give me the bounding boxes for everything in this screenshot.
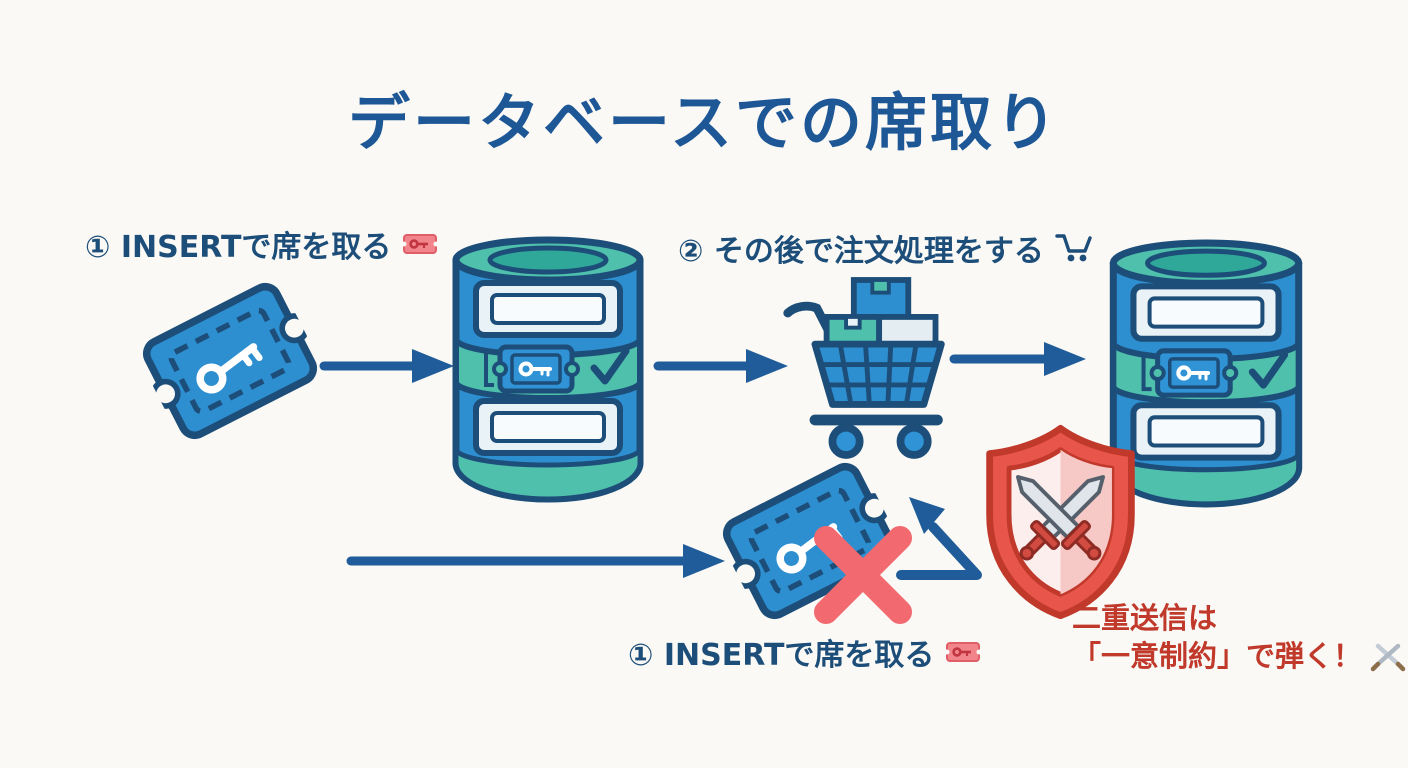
warning-text: 二重送信は 「一意制約」で弾く！ — [1072, 600, 1406, 675]
warning-line2: 「一意制約」で弾く！ — [1072, 638, 1363, 673]
ticket-emoji-icon-2 — [944, 638, 982, 666]
step1-label: ① INSERTで席を取る — [85, 230, 392, 265]
warning-line2-row: 「一意制約」で弾く！ — [1072, 638, 1406, 676]
arrow-ticket-to-db — [318, 347, 456, 385]
duplicate-step-label-row: ① INSERTで席を取る — [628, 630, 982, 674]
step1-label-row: ① INSERTで席を取る — [85, 222, 439, 266]
database-icon-2 — [1100, 238, 1312, 510]
arrow-duplicate-insert — [345, 542, 727, 580]
warning-line1: 二重送信は — [1072, 601, 1218, 635]
page-title: データベースでの席取り — [348, 86, 1060, 159]
rejected-ticket-icon — [722, 462, 918, 630]
duplicate-step-label: ① INSERTで席を取る — [628, 638, 935, 673]
shield-icon — [978, 421, 1143, 623]
cart-icon — [778, 272, 953, 462]
ticket-icon-duplicate — [711, 450, 909, 631]
arrow-db-to-cart — [652, 347, 790, 385]
x-mark-icon — [808, 520, 918, 630]
step2-label: ② その後で注文処理をする — [678, 234, 1044, 269]
arrow-reject-bounce — [893, 483, 998, 583]
ticket-icon — [131, 270, 329, 451]
database-icon — [448, 235, 648, 505]
cart-emoji-icon — [1054, 231, 1096, 265]
crossed-swords-emoji-icon — [1370, 642, 1406, 672]
step2-label-row: ② その後で注文処理をする — [678, 226, 1096, 270]
ticket-emoji-icon — [401, 230, 439, 258]
arrow-cart-to-db — [948, 340, 1088, 378]
